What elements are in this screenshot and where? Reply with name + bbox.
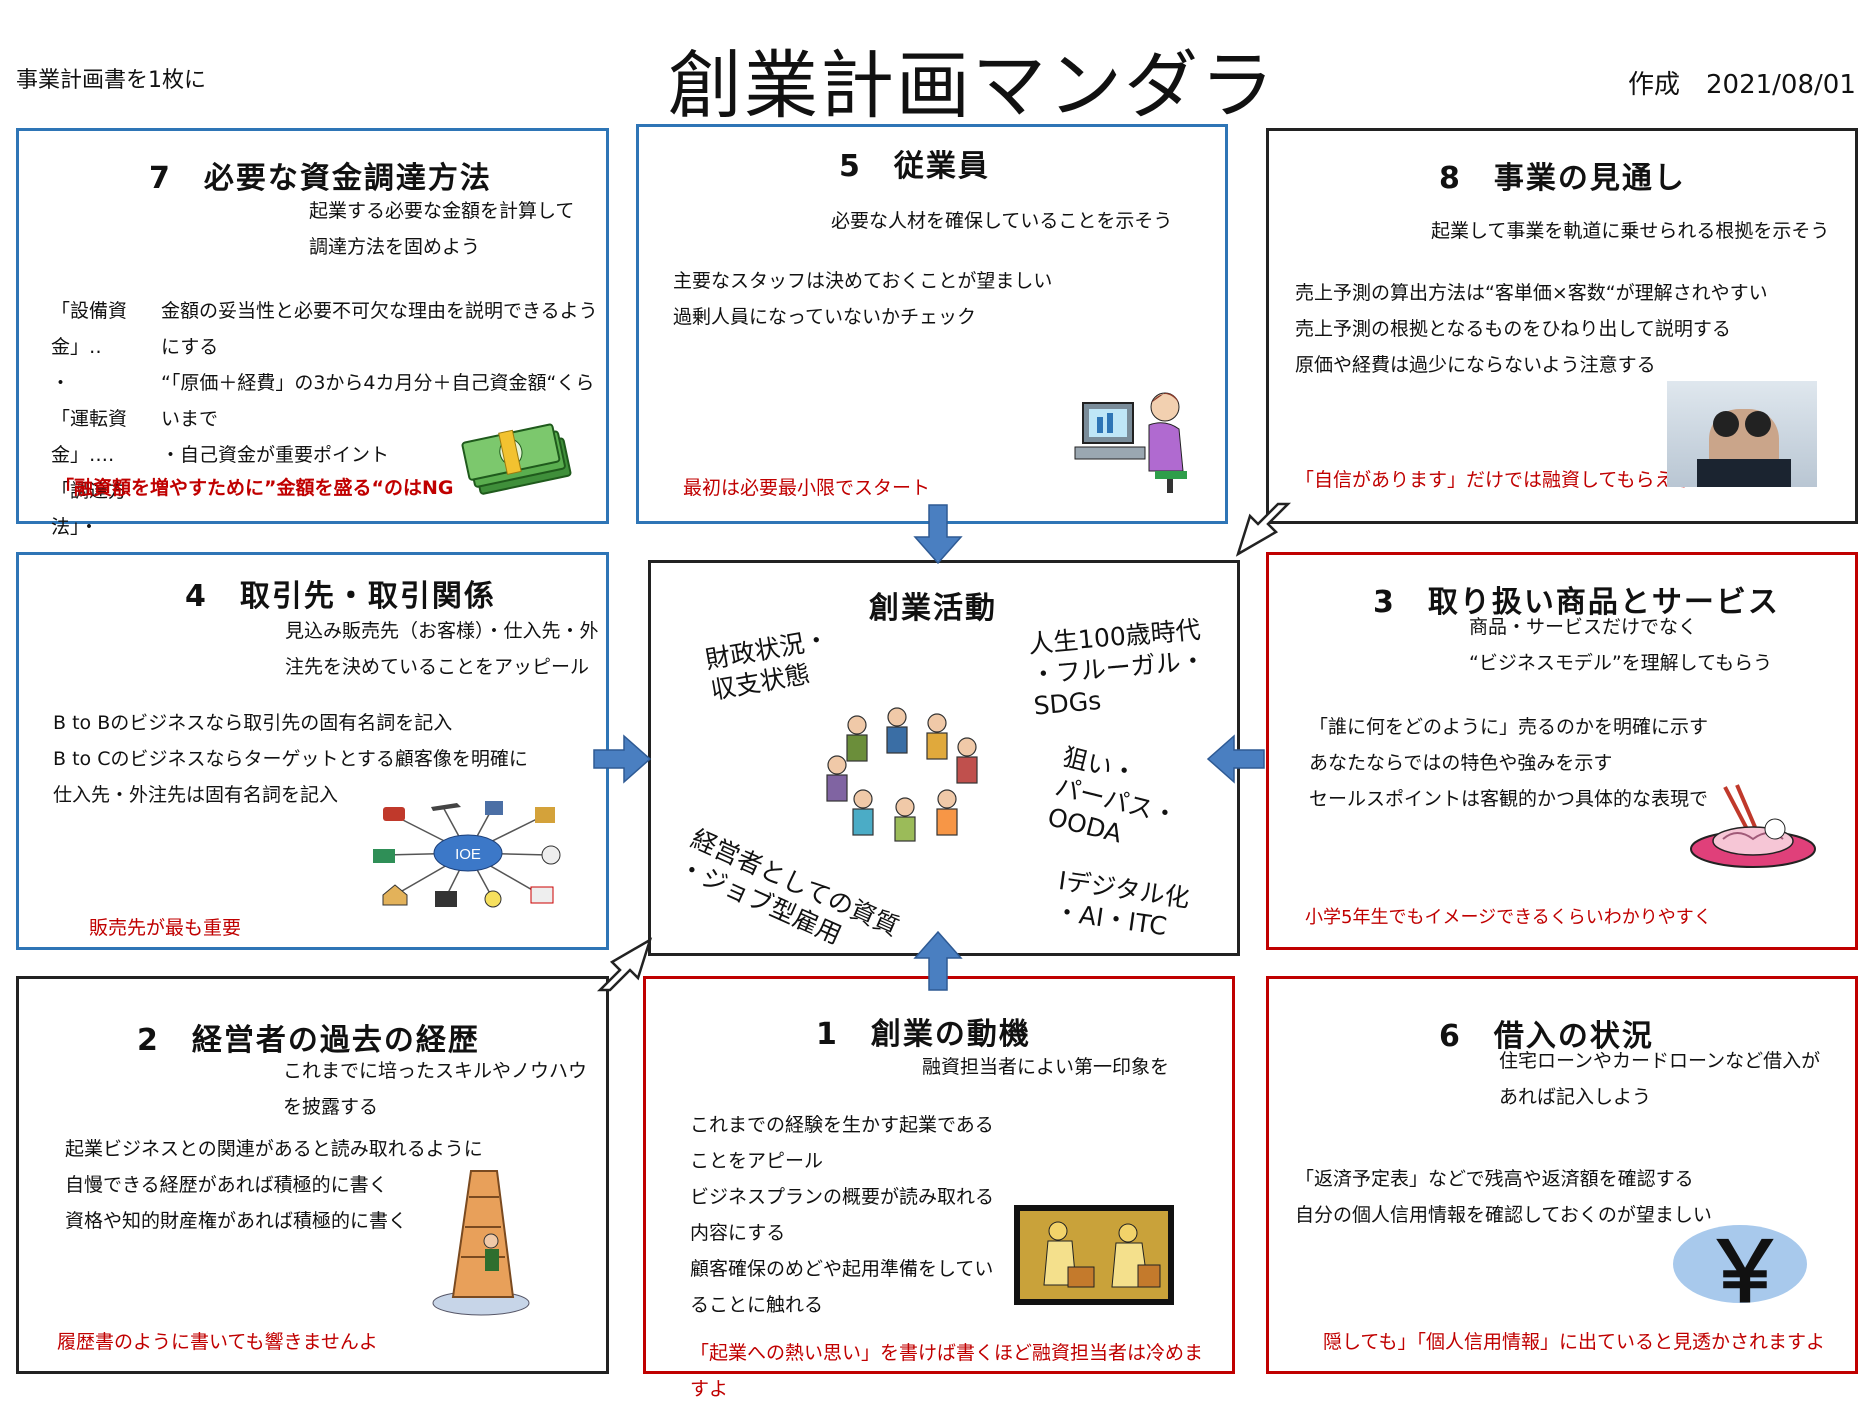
box1-note: 「起業への熱い思い」を書けば書くほど融資担当者は冷めますよ [690, 1342, 1204, 1400]
center-finance: 財政状況・収支状態 [703, 624, 832, 706]
box3-note: 小学5年生でもイメージできるくらいわかりやすく [1305, 907, 1712, 928]
noodle-dish-icon [1690, 784, 1816, 868]
box7-labels: 「設備資金」‥・ 「運転資金」‥‥「調達方 法」・ [51, 300, 128, 538]
box3-title: 3 取り扱い商品とサービス [1373, 585, 1780, 620]
box-employees: 5 従業員 必要な人材を確保していることを示そう 主要なスタッフは決めておくこと… [636, 124, 1228, 524]
center-aim: 狙い・パーパス・OODA [1044, 741, 1181, 849]
box-products-services: 3 取り扱い商品とサービス 商品・サービスだけでなく“ビジネスモデル”を理解して… [1266, 552, 1858, 950]
box5-note: 最初は必要最小限でスタート [683, 477, 931, 499]
box4-note: 販売先が最も重要 [89, 917, 242, 939]
arrow-up-icon [913, 930, 963, 991]
arrow-down-icon [913, 504, 963, 565]
box7-title: 7 必要な資金調達方法 [149, 161, 492, 196]
center-digital: Iデジタル化・AI・ITC [1052, 865, 1192, 942]
box8-subtitle: 起業して事業を軌道に乗せられる根拠を示そう [1431, 220, 1830, 242]
arrow-diagonal-downleft-icon [1235, 502, 1292, 557]
center-title: 創業活動 [869, 591, 997, 626]
box-startup-motive: 1 創業の動機 融資担当者によい第一印象を これまでの経験を生かす起業であること… [643, 976, 1235, 1400]
header-left-text: 事業計画書を1枚に [16, 68, 206, 93]
yen-symbol: ￥ [1703, 1223, 1788, 1321]
box8-note: 「自信があります」だけでは融資してもらえない [1295, 469, 1712, 491]
box1-title: 1 創業の動機 [816, 1017, 1031, 1052]
tower-climber-icon [432, 1170, 530, 1316]
money-stack-icon [461, 423, 572, 495]
box4-title: 4 取引先・取引関係 [185, 579, 496, 614]
workers-carrying-boxes-icon [1014, 1205, 1174, 1305]
yen-symbol-icon [1673, 1225, 1807, 1303]
box2-body: 起業ビジネスとの関連があると読み取れるように自慢できる経歴があれば積極的に書く資… [65, 1138, 483, 1232]
box6-note: 隠しても」「個人信用情報」に出ていると見透かされますよ [1323, 1331, 1825, 1353]
ioe-network-icon: IOE [373, 801, 561, 908]
box5-title: 5 従業員 [839, 149, 990, 184]
box7-note: 「融資額を増やすために”金額を盛る“のはNG [55, 477, 454, 499]
box7-body: 金額の妥当性と必要不可欠な理由を説明できるようにする“「原価＋経費」の3から4カ… [161, 300, 598, 466]
box8-title: 8 事業の見通し [1439, 161, 1686, 196]
box4-subtitle: 見込み販売先（お客様）・仕入先・外注先を決めていることをアッピール [285, 620, 599, 678]
box-funding-method: 7 必要な資金調達方法 起業する必要な金額を計算して調達方法を固めよう 「設備資… [16, 128, 609, 538]
box8-body: 売上予測の算出方法は“客単価×客数“が理解されやすい売上予測の根拠となるものをひ… [1295, 282, 1768, 376]
box7-subtitle: 起業する必要な金額を計算して調達方法を固めよう [309, 200, 575, 258]
box6-subtitle: 住宅ローンやカードローンなど借入があれば記入しよう [1499, 1050, 1821, 1108]
box1-subtitle: 融資担当者によい第一印象を [922, 1056, 1170, 1078]
box1-body: これまでの経験を生かす起業であることをアピールビジネスプランの概要が読み取れる … [690, 1114, 995, 1316]
box3-subtitle: 商品・サービスだけでなく“ビジネスモデル”を理解してもらう [1469, 616, 1773, 674]
box-borrowing-status: 6 借入の状況 住宅ローンやカードローンなど借入があれば記入しよう 「返済予定表… [1266, 976, 1858, 1374]
box6-title: 6 借入の状況 [1439, 1019, 1654, 1054]
arrow-diagonal-upright-icon [596, 937, 653, 992]
center-manager: 経営者としての資質・ジョブ型雇用 [674, 823, 904, 950]
box2-subtitle: これまでに培ったスキルやノウハウを披露する [283, 1060, 588, 1118]
box5-subtitle: 必要な人材を確保していることを示そう [831, 210, 1173, 232]
box-manager-career: 2 経営者の過去の経歴 これまでに培ったスキルやノウハウを披露する 起業ビジネス… [16, 976, 609, 1374]
box-business-outlook: 8 事業の見通し 起業して事業を軌道に乗せられる根拠を示そう 売上予測の算出方法… [1266, 128, 1858, 524]
arrow-left-icon [1206, 734, 1265, 784]
box2-note: 履歴書のように書いても響きませんよ [57, 1331, 378, 1353]
binoculars-photo-icon [1667, 381, 1817, 487]
box2-title: 2 経営者の過去の経歴 [137, 1023, 480, 1058]
box5-body: 主要なスタッフは決めておくことが望ましい過剰人員になっていないかチェック [673, 270, 1053, 328]
box-business-partners: 4 取引先・取引関係 見込み販売先（お客様）・仕入先・外注先を決めていることをア… [16, 552, 609, 950]
box6-body: 「返済予定表」などで残高や返済額を確認する自分の個人信用情報を確認しておくのが望… [1295, 1168, 1712, 1226]
meeting-people-icon [826, 707, 978, 842]
office-worker-icon [1074, 392, 1187, 493]
box-startup-activities: 創業活動 財政状況・収支状態 人生100歳時代・フルーガル・SDGs 狙い・パー… [648, 560, 1240, 956]
ioe-label: IOE [455, 846, 481, 863]
page-title: 創業計画マンダラ [668, 43, 1276, 129]
center-life: 人生100歳時代・フルーガル・SDGs [1027, 614, 1207, 721]
created-date: 作成 2021/08/01 [1628, 70, 1856, 100]
arrow-right-icon [593, 734, 652, 784]
box3-body: 「誰に何をどのように」売るのかを明確に示すあなたならではの特色や強みを示すセール… [1309, 716, 1709, 810]
